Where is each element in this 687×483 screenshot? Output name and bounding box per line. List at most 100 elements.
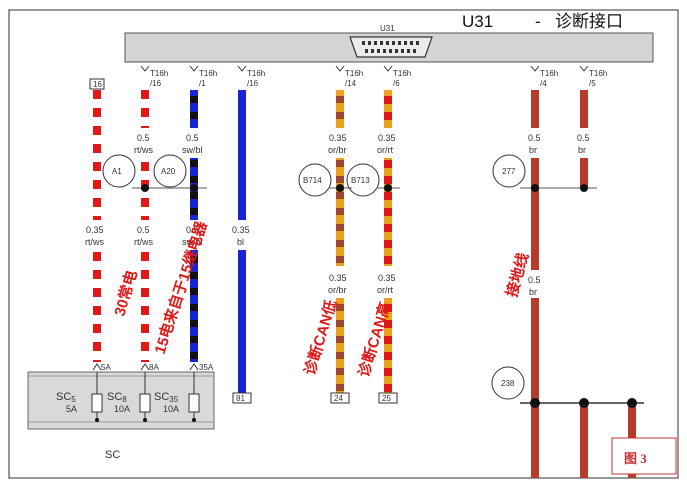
splice-node-a1 bbox=[141, 184, 149, 192]
wire-1-ref-label: 16 bbox=[93, 80, 102, 89]
wire-7-lower bbox=[531, 298, 539, 478]
wire-5-lower bbox=[336, 298, 344, 393]
wire-7-top bbox=[531, 90, 539, 128]
splice-b714-label: B714 bbox=[303, 176, 322, 185]
splice-circle-b713 bbox=[346, 163, 380, 197]
fuse-5-amp-top: 5A bbox=[101, 363, 111, 372]
wire-4-lower bbox=[238, 250, 246, 393]
splice-node-b714 bbox=[336, 184, 344, 192]
splice-circle-a20 bbox=[153, 154, 187, 188]
pin-arrows bbox=[140, 65, 589, 72]
pin-label-t16h-1-num: /1 bbox=[199, 79, 206, 88]
wire-4-color: bl bbox=[237, 237, 244, 247]
wire-6-top bbox=[384, 90, 392, 128]
pin-label-t16h-5: T16h bbox=[589, 69, 607, 78]
wire-1-size: 0.35 bbox=[86, 225, 104, 235]
fuse-8-amp-top: 8A bbox=[149, 363, 159, 372]
wire-1-lower bbox=[93, 250, 101, 362]
wire-3-top-size: 0.5 bbox=[186, 133, 199, 143]
splice-circle-a1 bbox=[102, 154, 136, 188]
splice-node-238-a bbox=[530, 398, 540, 408]
wire-7-top-size: 0.5 bbox=[528, 133, 541, 143]
wire-1-upper bbox=[93, 90, 101, 220]
wire-3-color: sw/bl bbox=[182, 237, 203, 247]
pin-label-t16h-6-num: /6 bbox=[393, 79, 400, 88]
splice-node-b713 bbox=[384, 184, 392, 192]
header-dash: - bbox=[535, 12, 541, 31]
splice-node-238-b bbox=[579, 398, 589, 408]
pin-label-t16h-14: T16h bbox=[345, 69, 363, 78]
fuse-sc5-icon bbox=[91, 393, 103, 413]
wire-2-top-size: 0.5 bbox=[137, 133, 150, 143]
terminal-81-label: 81 bbox=[236, 394, 245, 403]
component-name: 诊断接口 bbox=[555, 12, 623, 31]
terminal-25-label: 25 bbox=[382, 394, 391, 403]
splice-circle-b714 bbox=[298, 163, 332, 197]
wire-8-top-color: br bbox=[578, 145, 586, 155]
splice-a20-label: A20 bbox=[161, 167, 176, 176]
pin-label-t16h-6: T16h bbox=[393, 69, 411, 78]
wire-2-top-color: rt/ws bbox=[134, 145, 153, 155]
wire-6-size: 0.35 bbox=[378, 273, 396, 283]
pin-label-t16h-5-num: /5 bbox=[589, 79, 596, 88]
ground-branch-a bbox=[580, 403, 588, 478]
wire-5-size: 0.35 bbox=[329, 273, 347, 283]
terminal-25 bbox=[378, 392, 398, 404]
wire-5-color: or/br bbox=[328, 285, 347, 295]
fuse-sc8-amp: 10A bbox=[114, 404, 130, 414]
terminal-24-label: 24 bbox=[334, 394, 343, 403]
pin-label-t16h-16r-num: /16 bbox=[247, 79, 259, 88]
splice-node-a20 bbox=[190, 184, 198, 192]
wire-7-color: br bbox=[529, 287, 537, 297]
pin-label-t16h-4-num: /4 bbox=[540, 79, 547, 88]
splice-a1-label: A1 bbox=[112, 167, 122, 176]
wire-8-lower bbox=[580, 158, 588, 188]
fuse-sc8-name: SC8 bbox=[107, 391, 127, 404]
splice-node-238-c bbox=[627, 398, 637, 408]
wire-7-size: 0.5 bbox=[528, 275, 541, 285]
wire-5-top-color: or/br bbox=[328, 145, 347, 155]
wire-3-lower bbox=[190, 250, 198, 362]
fuse-arrows bbox=[92, 363, 199, 371]
pin-label-t16h-16-num: /16 bbox=[150, 79, 162, 88]
fuse-sc35-dot bbox=[192, 418, 196, 422]
diagram-frame bbox=[8, 9, 679, 479]
wire-2-lower bbox=[141, 250, 149, 362]
wire-6-color: or/rt bbox=[377, 285, 394, 295]
wire-7-top-color: br bbox=[529, 145, 537, 155]
pin-label-t16h-4: T16h bbox=[540, 69, 558, 78]
fuse-box-label: SC bbox=[105, 449, 120, 461]
splice-277-label: 277 bbox=[502, 167, 516, 176]
wire-3-top-color: sw/bl bbox=[182, 145, 203, 155]
fuse-sc35-icon bbox=[188, 393, 200, 413]
figure-label-box bbox=[611, 437, 677, 475]
annotation-always-on: 30常电 bbox=[111, 268, 141, 318]
terminal-24 bbox=[330, 392, 350, 404]
fuse-sc5-amp: 5A bbox=[66, 404, 77, 414]
fuse-sc35-name: SC35 bbox=[154, 391, 179, 404]
wire-1-color: rt/ws bbox=[85, 237, 104, 247]
wire-2-top bbox=[141, 90, 149, 128]
annotation-can-low: 诊断CAN低 bbox=[301, 298, 341, 377]
wire-5-top bbox=[336, 90, 344, 128]
wire-7-upper bbox=[531, 158, 539, 270]
splice-circle-277 bbox=[492, 154, 526, 188]
wire-1-ref-box bbox=[89, 78, 105, 90]
figure-label: 图 3 bbox=[624, 451, 647, 466]
fuse-sc8-icon bbox=[139, 393, 151, 413]
wire-6-top-size: 0.35 bbox=[378, 133, 396, 143]
pin-label-t16h-16r: T16h bbox=[247, 69, 265, 78]
pin-label-t16h-1: T16h bbox=[199, 69, 217, 78]
fuse-sc8-dot bbox=[143, 418, 147, 422]
wire-5-top-size: 0.35 bbox=[329, 133, 347, 143]
wire-8-top bbox=[580, 90, 588, 128]
fuse-box bbox=[27, 371, 215, 430]
splice-circle-238 bbox=[491, 366, 525, 400]
wire-6-upper bbox=[384, 158, 392, 266]
splice-238-label: 238 bbox=[501, 379, 515, 388]
fuse-sc5-dot bbox=[95, 418, 99, 422]
annotation-from-relay: 15电来自于15继电器 bbox=[151, 218, 211, 356]
fuse-sc35-amp: 10A bbox=[163, 404, 179, 414]
component-code: U31 bbox=[462, 12, 493, 31]
